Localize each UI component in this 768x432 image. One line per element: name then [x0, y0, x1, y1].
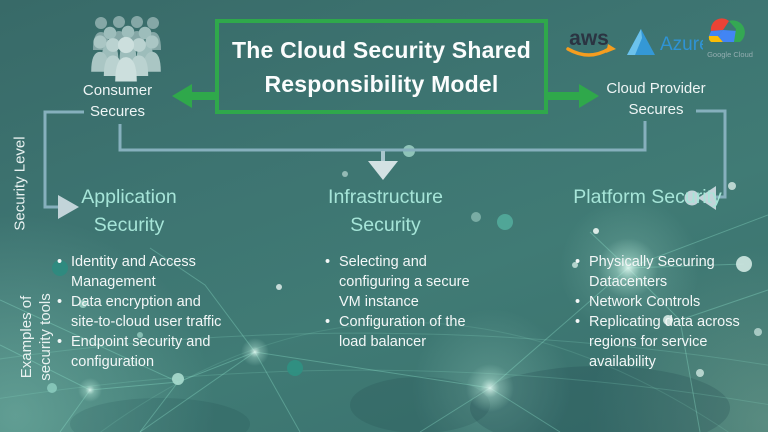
arrow-to-provider	[547, 84, 599, 108]
infrastructure-security-list: Selecting and configuring a secure VM in…	[324, 252, 492, 352]
arrowhead-infrastructure	[368, 161, 398, 180]
consumer-secures-label: Consumer Secures	[82, 82, 153, 120]
azure-wordmark: Azure	[660, 34, 703, 55]
list-item: Selecting and configuring a secure VM in…	[324, 252, 492, 312]
arrow-to-consumer	[172, 84, 217, 108]
application-security-heading: Application Security	[81, 186, 177, 236]
cloud-provider-secures-label: Cloud Provider Secures	[606, 80, 706, 118]
title-line-1: The Cloud Security Shared	[232, 36, 531, 63]
security-level-label: Security Level	[11, 136, 29, 231]
list-item: Physically Securing Datacenters	[574, 252, 746, 292]
azure-triangle-highlight	[627, 29, 642, 55]
list-item: Network Controls	[574, 292, 746, 312]
connector-bus	[118, 121, 647, 152]
aws-logo: aws	[566, 27, 616, 57]
google-cloud-icon	[708, 18, 745, 42]
title-box: The Cloud Security Shared Responsibility…	[215, 19, 548, 114]
aws-smile-arrowhead	[606, 44, 616, 53]
google-cloud-logo: Google Cloud	[707, 18, 753, 59]
google-cloud-wordmark: Google Cloud	[707, 50, 753, 59]
examples-label-line-1: Examples of	[18, 295, 35, 379]
people-group-icon	[91, 16, 161, 82]
aws-smile-icon	[566, 47, 611, 57]
azure-logo: Azure	[627, 29, 703, 55]
title-line-2: Responsibility Model	[264, 70, 499, 97]
list-item: Endpoint security and configuration	[56, 332, 224, 372]
platform-security-list: Physically Securing Datacenters Network …	[574, 252, 746, 372]
list-item: Identity and Access Management	[56, 252, 224, 292]
examples-of-security-tools-label: Examples of security tools	[17, 272, 55, 402]
list-item: Replicating data across regions for serv…	[574, 312, 746, 372]
aws-wordmark: aws	[569, 27, 609, 50]
list-item: Data encryption and site-to-cloud user t…	[56, 292, 224, 332]
application-security-list: Identity and Access Management Data encr…	[56, 252, 224, 372]
examples-label-line-2: security tools	[37, 293, 54, 381]
list-item: Configuration of the load balancer	[324, 312, 492, 352]
platform-security-heading: Platform Security	[573, 186, 722, 208]
infrastructure-security-heading: Infrastructure Security	[328, 186, 443, 236]
